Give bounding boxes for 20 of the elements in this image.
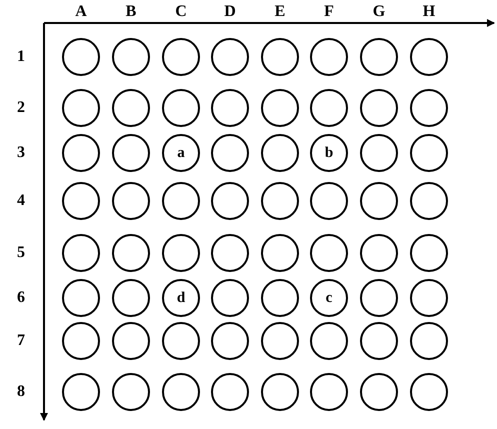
column-label: A: [74, 2, 88, 22]
well-letter: d: [176, 290, 186, 306]
column-label: H: [422, 2, 436, 22]
column-label: E: [274, 2, 286, 22]
row-label: 3: [16, 143, 26, 163]
well-letter: c: [326, 290, 332, 306]
column-label: C: [174, 2, 188, 22]
row-label: 1: [16, 47, 26, 67]
column-label: G: [372, 2, 386, 22]
column-label: D: [223, 2, 237, 22]
row-label: 2: [16, 98, 26, 118]
row-label: 5: [16, 243, 26, 263]
row-label: 8: [16, 382, 26, 402]
row-label: 4: [16, 191, 26, 211]
column-label: B: [124, 2, 138, 22]
well-letter: b: [324, 146, 334, 160]
row-label: 7: [16, 331, 26, 351]
well-letter: a: [177, 146, 185, 160]
column-label: F: [323, 2, 335, 22]
row-label: 6: [16, 288, 26, 308]
